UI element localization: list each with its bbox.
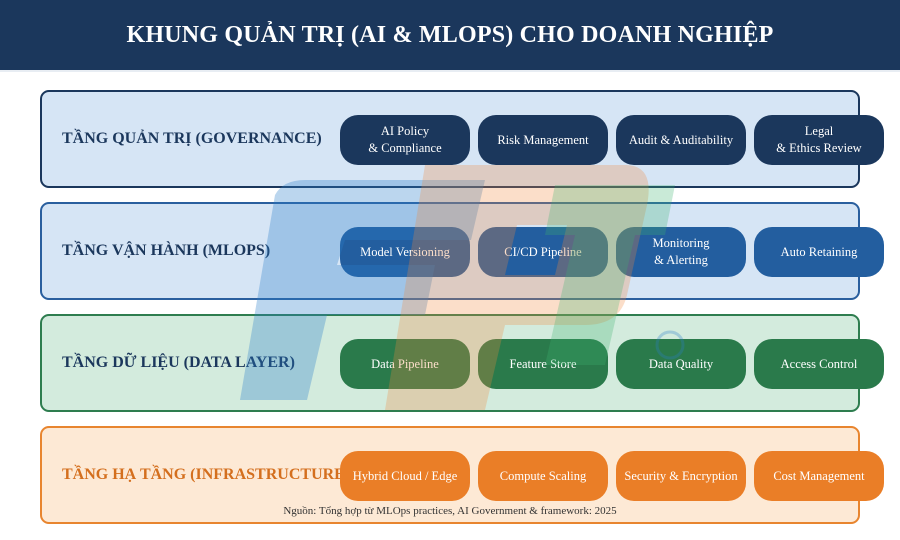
item-access-control: Access Control: [754, 339, 884, 389]
item-audit: Audit & Auditability: [616, 115, 746, 165]
item-data-pipeline: Data Pipeline: [340, 339, 470, 389]
layer-title: TẦNG HẠ TẦNG (INFRASTRUCTURE): [62, 466, 351, 483]
layer-governance: TẦNG QUẢN TRỊ (GOVERNANCE) AI Policy & C…: [40, 90, 884, 188]
item-monitoring: Monitoring & Alerting: [616, 227, 746, 277]
item-data-quality: Data Quality: [616, 339, 746, 389]
item-feature-store: Feature Store: [478, 339, 608, 389]
item-risk-management: Risk Management: [478, 115, 608, 165]
layer-title: TẦNG VẬN HÀNH (MLOPS): [62, 242, 271, 259]
item-ai-policy: AI Policy & Compliance: [340, 115, 470, 165]
layer-mlops: TẦNG VẬN HÀNH (MLOPS) Model Versioning C…: [40, 202, 884, 300]
item-security-encryption: Security & Encryption: [616, 451, 746, 501]
item-cicd-pipeline: CI/CD Pipeline: [478, 227, 608, 277]
source-note: Nguồn: Tổng hợp từ MLOps practices, AI G…: [283, 505, 617, 517]
title-banner: KHUNG QUẢN TRỊ (AI & MLOPS) CHO DOANH NG…: [0, 0, 900, 72]
item-legal-ethics: Legal & Ethics Review: [754, 115, 884, 165]
item-hybrid-cloud: Hybrid Cloud / Edge: [340, 451, 470, 501]
layer-infrastructure: TẦNG HẠ TẦNG (INFRASTRUCTURE) Hybrid Clo…: [40, 426, 884, 524]
item-compute-scaling: Compute Scaling: [478, 451, 608, 501]
layer-title: TẦNG QUẢN TRỊ (GOVERNANCE): [62, 130, 322, 147]
item-model-versioning: Model Versioning: [340, 227, 470, 277]
item-auto-retaining: Auto Retaining: [754, 227, 884, 277]
page-title: KHUNG QUẢN TRỊ (AI & MLOPS) CHO DOANH NG…: [126, 21, 774, 48]
layer-title: TẦNG DỮ LIỆU (DATA LAYER): [62, 354, 295, 371]
item-cost-management: Cost Management: [754, 451, 884, 501]
layer-data: TẦNG DỮ LIỆU (DATA LAYER) Data Pipeline …: [40, 314, 884, 412]
